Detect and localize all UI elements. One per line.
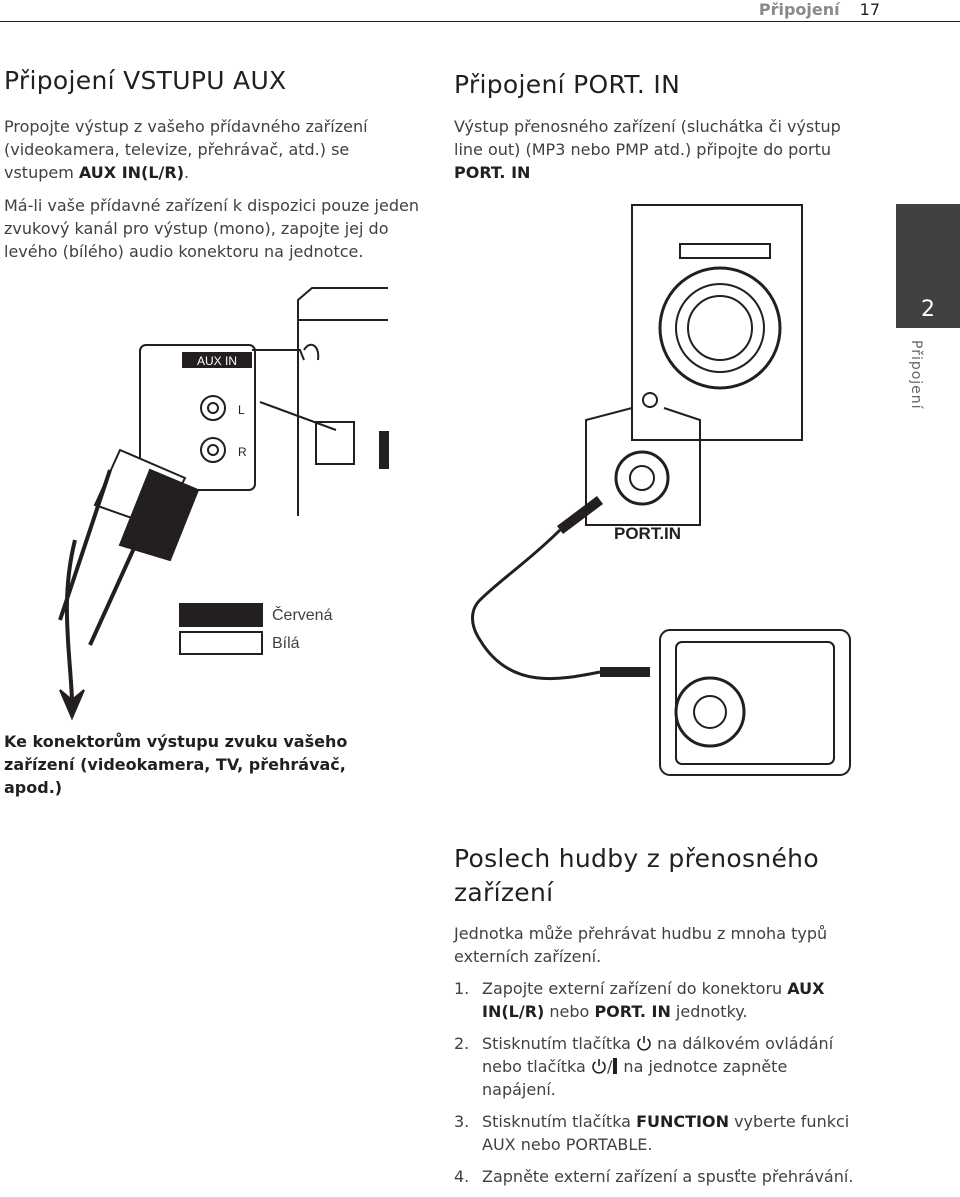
rca-cable xyxy=(64,539,77,701)
power-icon-unit xyxy=(592,1059,606,1074)
connection-diagram: AUX IN L R Červená Bílá PORT.IN xyxy=(58,204,851,776)
port-zoom-callout xyxy=(585,407,701,526)
aux-in-label-bg xyxy=(182,352,252,368)
chapter-tab-number: 2 xyxy=(921,297,935,322)
step-3: 3. Stisknutím tlačítka FUNCTION vyberte … xyxy=(454,1112,850,1154)
legend-white-label: Bílá xyxy=(272,635,300,652)
step-4: 4. Zapněte externí zařízení a spusťte př… xyxy=(454,1167,854,1186)
port-unit-display xyxy=(679,243,771,259)
page-number: 17 xyxy=(859,0,880,19)
mini-jack-plug xyxy=(557,496,603,534)
aux-para-2: Má-li vaše přídavné zařízení k dispozici… xyxy=(4,196,419,261)
jack-left-label: L xyxy=(238,403,245,417)
header-rule xyxy=(0,21,960,22)
legend-red-plug xyxy=(179,603,263,627)
port-para: Výstup přenosného zařízení (sluchátka či… xyxy=(454,117,841,182)
chapter-tab: 2 xyxy=(896,204,960,328)
aux-caption: Ke konektorům výstupu zvuku vašeho zaříz… xyxy=(4,732,348,797)
jack-left xyxy=(200,395,226,421)
listen-section-title: Poslech hudby z přenosného zařízení xyxy=(454,844,819,907)
power-icon xyxy=(637,1036,651,1051)
aux-para-1: Propojte výstup z vašeho přídavného zaří… xyxy=(4,117,368,182)
device-output-jack xyxy=(674,676,746,748)
aux-in-label: AUX IN xyxy=(197,354,237,368)
steps-list: 1. Zapojte externí zařízení do konektoru… xyxy=(454,977,864,1197)
jack-right xyxy=(200,437,226,463)
step-2: 2. Stisknutím tlačítka na dálkovém ovlád… xyxy=(454,1034,834,1099)
chapter-side-label: Připojení xyxy=(902,340,932,430)
aux-unit-jacks xyxy=(315,421,355,465)
running-head-section: Připojení xyxy=(758,0,840,19)
port-in-jack xyxy=(614,450,670,506)
legend-white-plug xyxy=(179,631,263,655)
aux-unit-outline xyxy=(297,287,388,516)
aux-section-title: Připojení VSTUPU AUX xyxy=(4,66,287,95)
speaker-woofer xyxy=(658,266,782,390)
down-arrow xyxy=(59,689,85,721)
portable-device xyxy=(659,629,851,776)
standby-bar-icon xyxy=(613,1058,618,1074)
port-in-label: PORT.IN xyxy=(614,524,681,543)
port-section-title: Připojení PORT. IN xyxy=(454,70,681,99)
running-head: Připojení 17 xyxy=(700,0,880,20)
port-unit-outline xyxy=(631,204,803,441)
rca-plug-red xyxy=(88,468,200,646)
port-unit-jack xyxy=(642,392,658,408)
mini-jack-cable xyxy=(471,528,601,681)
chapter-side-label-text: Připojení xyxy=(908,340,924,410)
jack-right-label: R xyxy=(238,445,247,459)
legend-red-label: Červená xyxy=(272,605,333,624)
step-1: 1. Zapojte externí zařízení do konektoru… xyxy=(454,979,825,1021)
listen-intro: Jednotka může přehrávat hudbu z mnoha ty… xyxy=(454,924,828,966)
